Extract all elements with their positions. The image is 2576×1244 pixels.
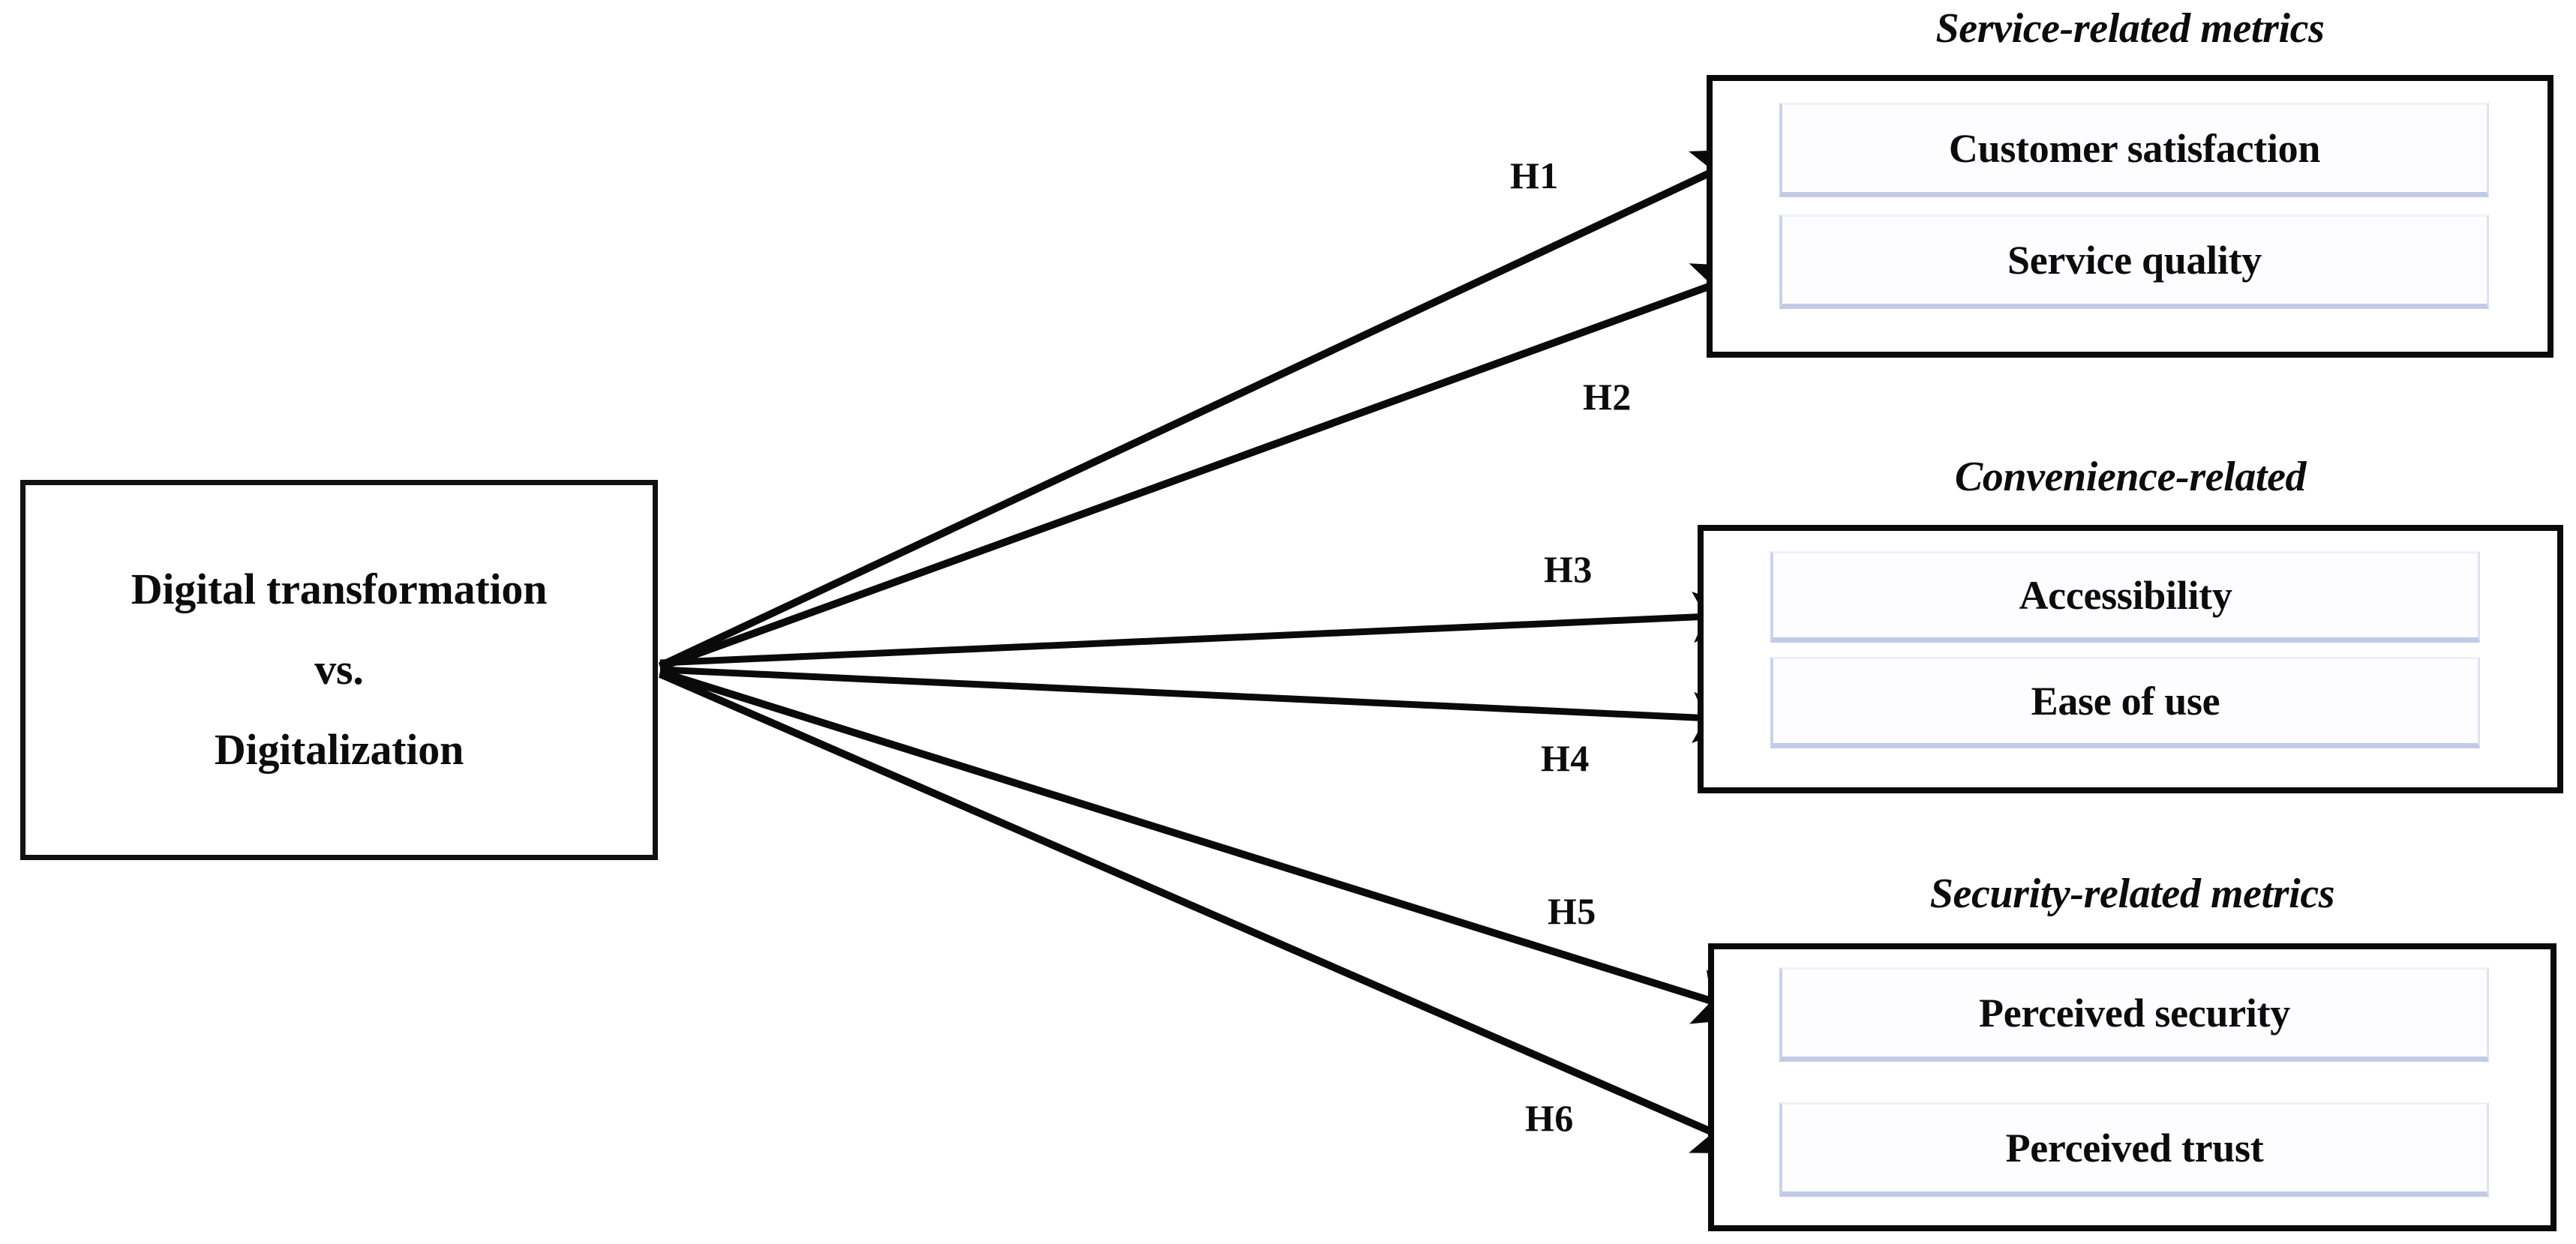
metric-box-service-quality[interactable]: Service quality: [1779, 214, 2489, 309]
hypothesis-label-h3: H3: [1544, 548, 1593, 590]
group-title-security: Security-related metrics: [1929, 871, 2335, 917]
group-title-service: Service-related metrics: [1935, 5, 2325, 52]
metric-label-ease-of-use: Ease of use: [2031, 679, 2220, 724]
metric-label-service-quality: Service quality: [2007, 238, 2262, 283]
source-line-2: vs.: [314, 645, 364, 694]
metric-box-ease-of-use[interactable]: Ease of use: [1770, 657, 2480, 748]
hypothesis-label-h5: H5: [1548, 890, 1596, 932]
metric-label-accessibility: Accessibility: [2019, 573, 2232, 618]
metric-label-perceived-security: Perceived security: [1979, 991, 2290, 1036]
group-title-convenience: Convenience-related: [1954, 454, 2307, 500]
hypothesis-label-h2: H2: [1583, 376, 1632, 418]
source-construct-box[interactable]: Digital transformation vs. Digitalizatio…: [20, 480, 658, 860]
metric-box-perceived-security[interactable]: Perceived security: [1779, 967, 2489, 1062]
arrow-h5: [659, 668, 1763, 1024]
arrow-h2: [659, 263, 1763, 671]
arrow-h3: [659, 591, 1754, 667]
metric-box-perceived-trust[interactable]: Perceived trust: [1779, 1102, 2489, 1197]
metric-box-customer-satisfaction[interactable]: Customer satisfaction: [1779, 103, 2489, 197]
source-line-3: Digitalization: [214, 724, 464, 774]
metric-label-perceived-trust: Perceived trust: [2005, 1126, 2264, 1171]
hypothesis-label-h6: H6: [1525, 1097, 1574, 1139]
metric-label-customer-satisfaction: Customer satisfaction: [1948, 126, 2321, 171]
hypothesis-label-h4: H4: [1541, 737, 1590, 779]
hypothesis-label-h1: H1: [1510, 154, 1559, 196]
arrow-h4: [659, 666, 1754, 743]
metric-box-accessibility[interactable]: Accessibility: [1770, 551, 2480, 643]
source-line-1: Digital transformation: [131, 565, 548, 614]
